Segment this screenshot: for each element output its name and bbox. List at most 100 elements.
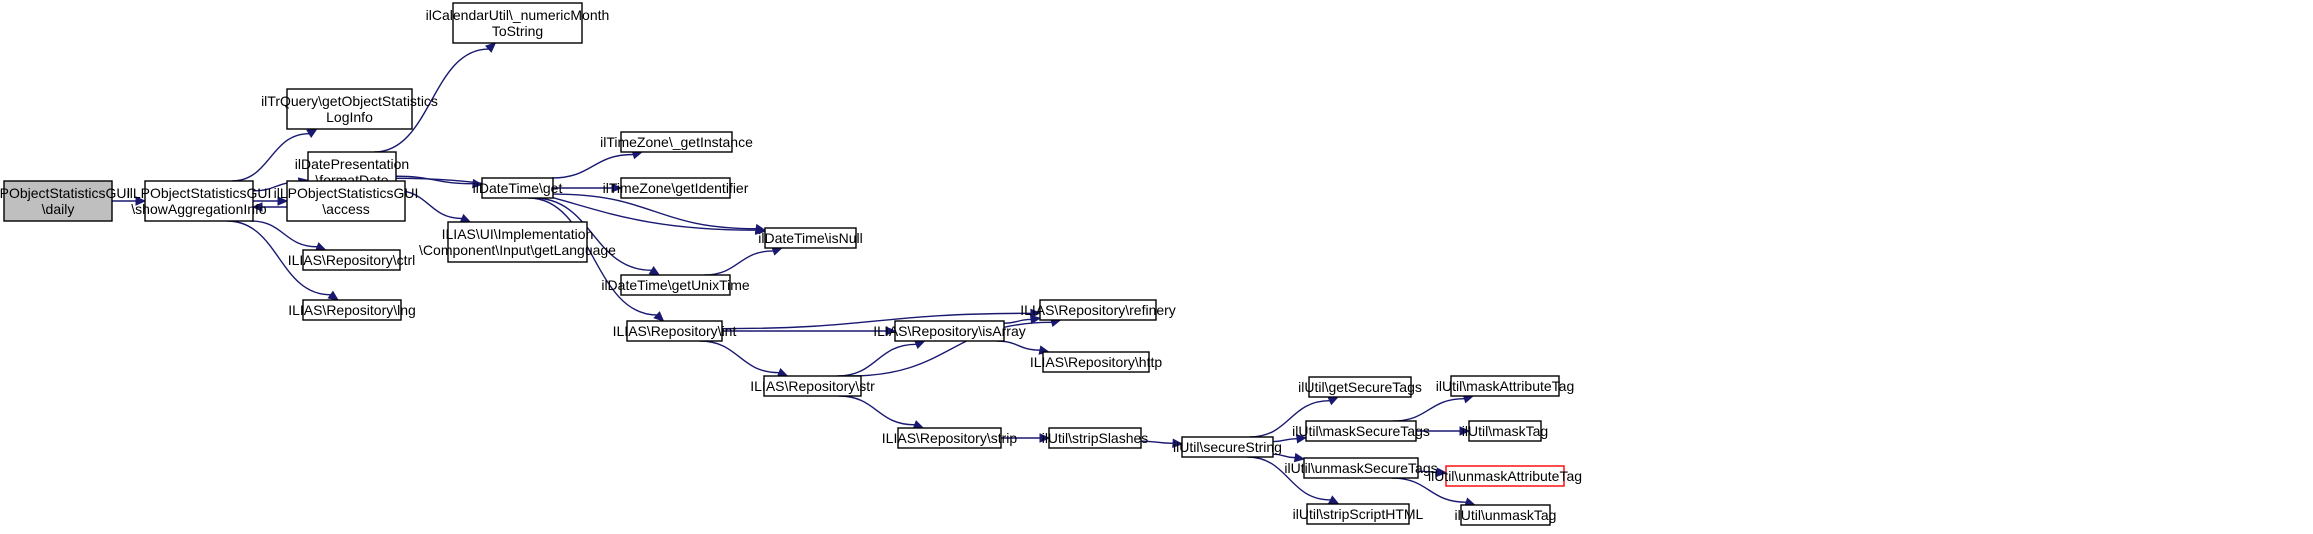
edge-repoInt-to-repoStr — [699, 340, 789, 377]
node-box — [1048, 427, 1142, 449]
node-isArray[interactable]: ILIAS\Repository\isArray — [873, 320, 1026, 342]
node-label: ilLPObjectStatisticsGUI — [0, 185, 130, 201]
node-label: ILIAS\Repository\isArray — [873, 323, 1026, 339]
arrowhead — [472, 178, 484, 189]
node-tzInstance[interactable]: ilTimeZone\_getInstance — [600, 131, 753, 153]
node-label: ILIAS\Repository\strip — [882, 430, 1018, 446]
node-strip[interactable]: ILIAS\Repository\strip — [882, 427, 1018, 449]
node-box — [286, 88, 413, 130]
edge-showAgg-to-access — [253, 196, 289, 206]
node-showAgg[interactable]: ilLPObjectStatisticsGUI\showAggregationI… — [127, 180, 272, 222]
node-box — [894, 320, 1005, 342]
edge-line — [1249, 400, 1330, 438]
node-label: \Component\Input\getLanguage — [419, 242, 616, 258]
edge-line — [1272, 453, 1296, 459]
node-maskAttr[interactable]: ilUtil\maskAttributeTag — [1436, 375, 1575, 397]
node-box — [144, 180, 254, 222]
node-box — [1468, 420, 1542, 442]
node-label: ilUtil\stripScriptHTML — [1293, 506, 1424, 522]
node-getLanguage[interactable]: ILIAS\UI\Implementation\Component\Input\… — [419, 221, 616, 263]
node-ctrl[interactable]: ILIAS\Repository\ctrl — [288, 249, 416, 271]
node-box — [1445, 465, 1565, 487]
node-http[interactable]: ILIAS\Repository\http — [1030, 351, 1163, 373]
arrowhead — [1296, 433, 1308, 444]
node-box — [286, 180, 406, 222]
node-label: \access — [322, 201, 369, 217]
node-label: ilDateTime\get — [473, 180, 563, 196]
node-label: ILIAS\Repository\lng — [288, 302, 416, 318]
node-box — [897, 427, 1002, 449]
node-stripSlashes[interactable]: ilUtil\stripSlashes — [1042, 427, 1149, 449]
node-label: ilUtil\getSecureTags — [1298, 379, 1422, 395]
node-stripScript[interactable]: ilUtil\stripScriptHTML — [1293, 503, 1424, 525]
edge-line — [231, 132, 310, 182]
node-label: ILIAS\Repository\str — [750, 378, 875, 394]
node-repoInt[interactable]: ILIAS\Repository\int — [613, 320, 737, 342]
arrowhead — [459, 213, 472, 223]
node-daily[interactable]: ilLPObjectStatisticsGUI\daily — [0, 180, 130, 222]
node-box — [1181, 436, 1274, 458]
arrowhead — [1459, 426, 1471, 436]
node-label: ilCalendarUtil\_numericMonth — [426, 7, 610, 23]
node-lng[interactable]: ILIAS\Repository\lng — [288, 299, 416, 321]
arrowhead — [776, 368, 789, 377]
edge-dtget-to-isNull — [552, 193, 767, 234]
edge-line — [1272, 437, 1298, 443]
node-unixTime[interactable]: ilDateTime\getUnixTime — [601, 274, 750, 296]
node-box — [302, 299, 402, 321]
arrowhead — [1030, 308, 1042, 319]
edges-layer — [112, 42, 1476, 507]
node-label: ilDatePresentation — [295, 156, 409, 172]
node-dtget[interactable]: ilDateTime\get — [473, 177, 563, 199]
arrowhead — [135, 196, 147, 206]
arrowhead — [1436, 467, 1448, 477]
node-unmaskSecureTags[interactable]: ilUtil\unmaskSecureTags — [1284, 457, 1438, 479]
node-tzIdent[interactable]: ilTimeZone\getIdentifier — [603, 177, 749, 199]
edge-secureString-to-maskSecureTags — [1272, 433, 1308, 444]
arrowhead — [306, 128, 318, 139]
node-secureString[interactable]: ilUtil\secureString — [1173, 436, 1282, 458]
node-label: ToString — [492, 23, 543, 39]
node-label: ilTimeZone\getIdentifier — [603, 180, 749, 196]
node-label: ILIAS\Repository\int — [613, 323, 737, 339]
node-maskTag[interactable]: ilUtil\maskTag — [1462, 420, 1548, 442]
node-maskSecureTags[interactable]: ilUtil\maskSecureTags — [1292, 420, 1430, 442]
edge-secureString-to-unmaskSecureTags — [1272, 452, 1306, 463]
node-getSecureTags[interactable]: ilUtil\getSecureTags — [1298, 376, 1422, 398]
node-box — [626, 320, 723, 342]
node-label: ilDateTime\getUnixTime — [601, 277, 750, 293]
node-label: ilUtil\maskTag — [1462, 423, 1548, 439]
node-box — [1460, 504, 1551, 526]
node-label: ilLPObjectStatisticsGUI — [127, 185, 272, 201]
node-label: ilUtil\unmaskSecureTags — [1284, 460, 1437, 476]
arrowhead — [653, 311, 665, 322]
node-refinery[interactable]: ILIAS\Repository\refinery — [1020, 299, 1176, 321]
node-label: \showAggregationInfo — [131, 201, 267, 217]
edge-line — [395, 175, 474, 185]
node-label: ilUtil\unmaskTag — [1455, 507, 1557, 523]
edge-line — [704, 250, 774, 276]
edge-isArray-to-refinery — [1003, 314, 1042, 325]
edge-formatDate-to-calendar — [374, 42, 497, 153]
edge-line — [395, 177, 757, 231]
node-access[interactable]: ilLPObjectStatisticsGUI\access — [274, 180, 419, 222]
node-unmaskTag[interactable]: ilUtil\unmaskTag — [1455, 504, 1557, 526]
node-repoStr[interactable]: ILIAS\Repository\str — [750, 375, 875, 397]
node-label: ILIAS\Repository\http — [1030, 354, 1163, 370]
edge-daily-to-showAgg — [112, 196, 147, 206]
edge-repoStr-to-isArray — [837, 340, 926, 377]
edge-line — [250, 220, 318, 248]
edge-access-to-showAgg — [251, 202, 288, 212]
edge-dtget-to-repoInt — [528, 197, 665, 322]
edge-repoStr-to-strip — [838, 395, 925, 430]
arrowhead — [611, 183, 623, 193]
node-unmaskAttr[interactable]: ilUtil\unmaskAttributeTag — [1428, 465, 1582, 487]
edge-dtget-to-tzInstance — [552, 150, 644, 179]
edge-isArray-to-http — [996, 340, 1050, 355]
node-label: ILIAS\UI\Implementation — [442, 226, 594, 242]
edge-line — [552, 193, 757, 230]
node-isNull[interactable]: ilDateTime\isNull — [758, 227, 863, 249]
